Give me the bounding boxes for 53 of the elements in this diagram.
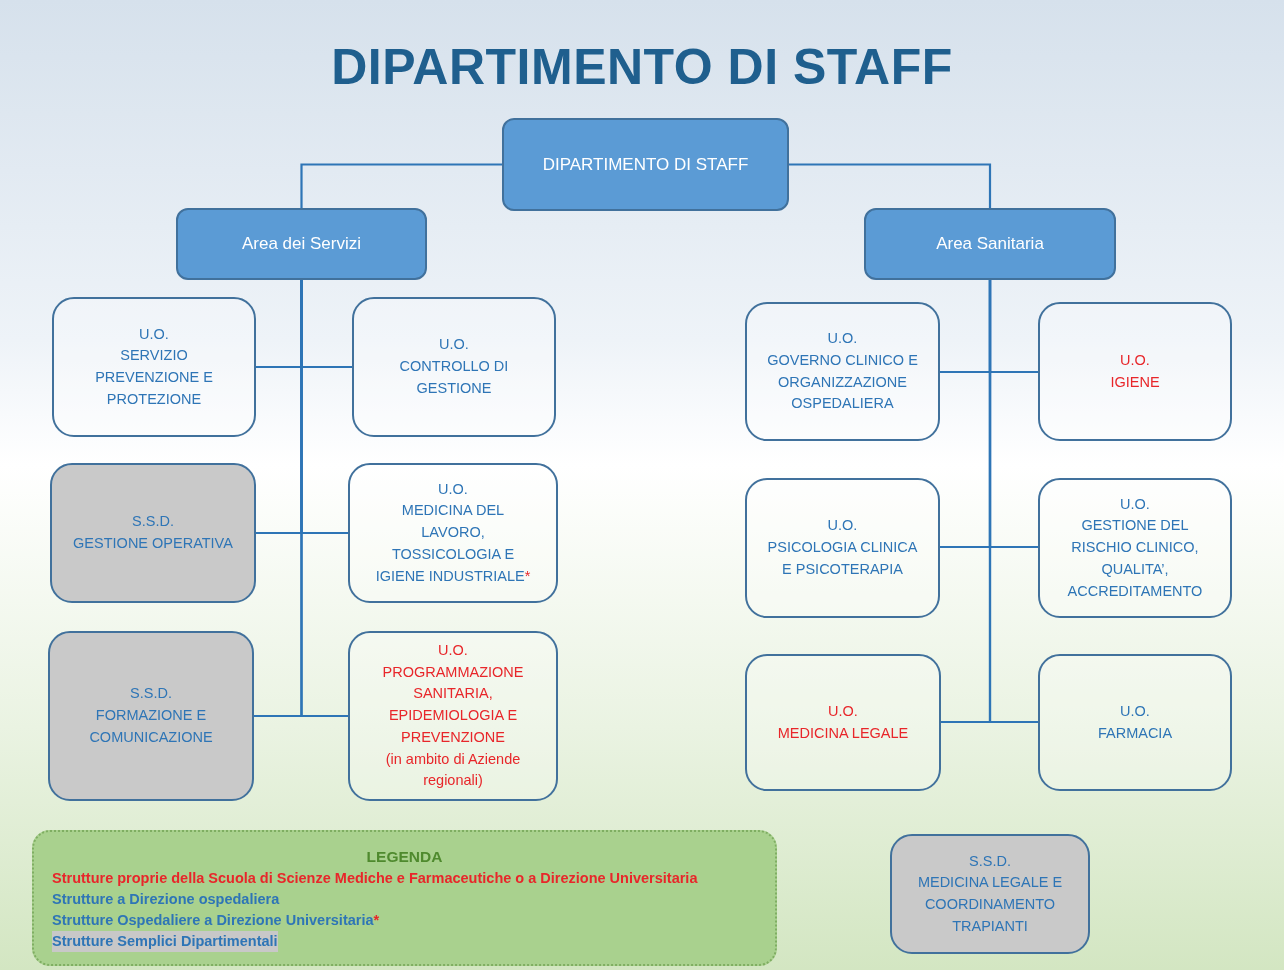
unit-name: S.S.D. — [130, 684, 172, 704]
unit-name: MEDICINA DEL LAVORO, TOSSICOLOGIA E IGIENE INDUSTRIALE* — [374, 501, 532, 586]
unit-box — [352, 297, 556, 437]
connector-line — [300, 280, 348, 718]
unit-box — [348, 631, 558, 801]
diagram-title: DIPARTIMENTO DI STAFF — [331, 38, 953, 96]
unit-name: PROGRAMMAZIONE SANITARIA, EPIDEMIOLOGIA E PREVENZIONE — [381, 662, 525, 747]
unit-name: PSICOLOGIA CLINICA E PSICOTERAPIA — [766, 538, 919, 579]
unit-name: S.S.D. — [132, 512, 174, 532]
legend-entry: Strutture Ospedaliere a Direzione Universitaria* — [52, 911, 380, 930]
unit-name: U.O. — [139, 324, 169, 344]
unit-name: IGIENE — [1110, 372, 1160, 392]
legend-entry: Strutture Semplici Dipartimentali — [52, 931, 278, 952]
unit-name: (in ambito di Aziende regionali) — [384, 749, 522, 791]
unit-name: U.O. — [827, 329, 858, 348]
unit-box — [48, 631, 254, 801]
legend-heading: LEGENDA — [366, 848, 443, 866]
unit-box — [1038, 302, 1232, 441]
legend-entry: Strutture a Direzione ospedaliera — [52, 890, 280, 909]
unit-box — [50, 463, 256, 603]
unit-name: GESTIONE OPERATIVA — [73, 534, 233, 553]
unit-name: GESTIONE DEL RISCHIO CLINICO, QUALITA’, ACCREDITAMENTO — [1066, 516, 1204, 601]
unit-name: GOVERNO CLINICO E ORGANIZZAZIONE OSPEDALIERA — [766, 350, 919, 414]
department-box: DIPARTIMENTO DI STAFF — [502, 118, 789, 211]
unit-name: U.O. — [1120, 350, 1150, 370]
connector-line — [300, 163, 502, 208]
department-box: Area dei Servizi — [176, 208, 427, 280]
unit-name: U.O. — [438, 479, 468, 499]
unit-box — [1038, 654, 1232, 791]
unit-name: U.O. — [438, 640, 468, 660]
unit-name: MEDICINA LEGALE E COORDINAMENTO TRAPIANTI — [916, 873, 1064, 936]
unit-box — [745, 478, 940, 618]
connector-line — [988, 280, 1038, 724]
unit-name: S.S.D. — [969, 851, 1011, 871]
unit-name: FARMACIA — [1097, 723, 1173, 743]
unit-box — [890, 834, 1090, 954]
unit-name: U.O. — [828, 701, 858, 721]
connector-line — [789, 163, 992, 208]
unit-box — [1038, 478, 1232, 618]
unit-name: U.O. — [1120, 494, 1150, 514]
legend-entry: Strutture proprie della Scuola di Scienze Mediche e Farmaceutiche o a Direzione Universitaria — [52, 869, 698, 888]
unit-box — [745, 302, 940, 441]
unit-name: U.O. — [1120, 701, 1150, 721]
unit-name: U.O. — [827, 516, 858, 536]
unit-box — [52, 297, 256, 437]
unit-name: MEDICINA LEGALE — [777, 723, 909, 743]
unit-name: CONTROLLO DI GESTIONE — [399, 357, 509, 398]
unit-name: SERVIZIO PREVENZIONE E PROTEZIONE — [94, 346, 214, 409]
unit-box — [745, 654, 941, 791]
unit-name: U.O. — [439, 335, 469, 355]
unit-box — [348, 463, 558, 603]
unit-name: FORMAZIONE E COMUNICAZIONE — [88, 706, 214, 747]
department-box: Area Sanitaria — [864, 208, 1116, 280]
